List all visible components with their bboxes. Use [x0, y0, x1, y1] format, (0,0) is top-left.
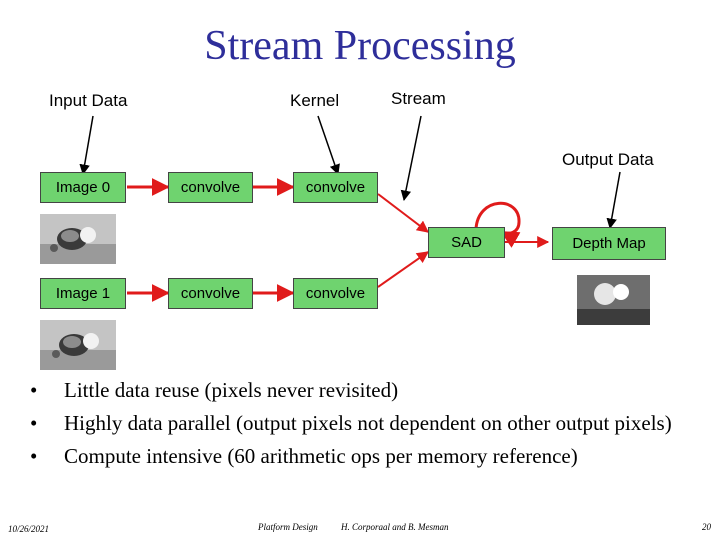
pointer-stream [400, 115, 422, 202]
node-convolve-0b: convolve [293, 172, 378, 203]
bullet-item: •Compute intensive (60 arithmetic ops pe… [30, 444, 578, 468]
pointer-input-data [79, 115, 94, 176]
image-0-photo [40, 214, 116, 264]
node-image-1: Image 1 [40, 278, 126, 309]
arrow-convolve-sad-0 [377, 193, 429, 233]
footer-course: Platform Design [258, 522, 318, 532]
node-depth-map: Depth Map [552, 227, 666, 260]
node-convolve-1b: convolve [293, 278, 378, 309]
pointer-kernel [317, 115, 340, 175]
bullet-list: •Little data reuse (pixels never revisit… [30, 374, 700, 473]
bullet-item: •Highly data parallel (output pixels not… [30, 411, 672, 435]
pointer-output-data [606, 171, 621, 230]
footer-page-number: 20 [702, 522, 711, 532]
footer-date: 10/26/2021 [8, 524, 50, 534]
node-image-0: Image 0 [40, 172, 126, 203]
page-title: Stream Processing [204, 23, 516, 69]
stream-diagram [79, 115, 621, 302]
sad-feedback-loop [474, 201, 521, 248]
image-1-photo [40, 320, 116, 370]
label-kernel: Kernel [290, 91, 340, 110]
label-output-data: Output Data [562, 150, 654, 169]
footer-authors: H. Corporaal and B. Mesman [341, 522, 449, 532]
depth-map-photo [577, 275, 650, 325]
node-convolve-0a: convolve [168, 172, 253, 203]
label-stream: Stream [391, 89, 446, 108]
node-convolve-1a: convolve [168, 278, 253, 309]
node-sad: SAD [428, 227, 505, 258]
arrow-convolve-sad-1 [377, 251, 429, 288]
label-input-data: Input Data [49, 91, 128, 110]
bullet-item: •Little data reuse (pixels never revisit… [30, 378, 399, 402]
